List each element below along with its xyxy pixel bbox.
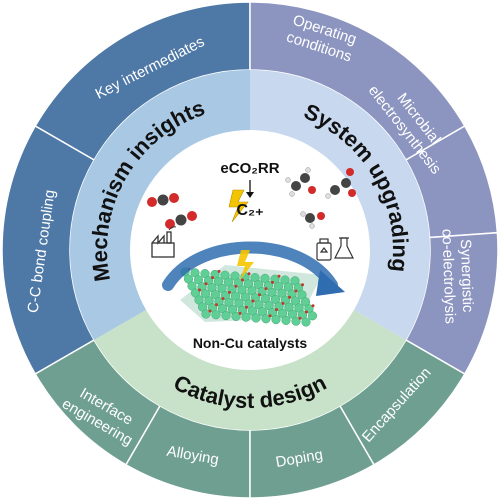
dopant-atom xyxy=(208,309,212,313)
ethanol-molecule-icon xyxy=(285,167,316,197)
factory-icon xyxy=(151,226,177,258)
center-caption: Non-Cu catalysts xyxy=(193,335,308,351)
dopant-atom xyxy=(271,280,274,284)
segment-catalyst-design xyxy=(94,310,406,430)
reaction-label: eCO₂RR xyxy=(220,160,279,177)
dopant-atom xyxy=(258,293,261,297)
arrow-head xyxy=(316,270,345,296)
middle-ring xyxy=(69,70,430,430)
dopant-atom xyxy=(298,316,302,320)
dopant-atom xyxy=(247,272,251,276)
catalyst-atom xyxy=(301,317,311,327)
catalyst-atom xyxy=(211,310,221,320)
synergistic-label-line2: co-electrolysis xyxy=(438,229,458,325)
dopant-atom xyxy=(234,284,238,288)
product-label: C₂₊ xyxy=(236,202,263,219)
dopant-atom xyxy=(268,314,272,318)
dopant-atom xyxy=(217,269,221,273)
co2-molecule-icon xyxy=(147,193,179,207)
dopant-atom xyxy=(264,287,268,291)
dopant-atom xyxy=(221,297,225,301)
synergistic-label-line1: Synergistic xyxy=(457,239,477,313)
segment-system-upgrading xyxy=(250,70,430,340)
dopant-atom xyxy=(241,278,244,282)
ethylene-molecule-icon xyxy=(300,211,325,229)
catalyst-atom xyxy=(291,316,301,326)
dopant-atom xyxy=(245,305,248,309)
dopant-atom xyxy=(215,303,218,307)
dopant-atom xyxy=(305,310,308,314)
catalyst-surface-illustration xyxy=(180,265,322,327)
conversion-arrow xyxy=(162,241,338,291)
synergistic-co-electrolysis-group: Synergistic co-electrolysis xyxy=(438,229,477,325)
dopant-atom xyxy=(275,308,278,312)
dopant-atom xyxy=(294,289,298,293)
electricity-icon xyxy=(237,250,254,280)
catalyst-atom xyxy=(231,311,241,321)
dopant-atom xyxy=(301,283,304,287)
dopant-atom xyxy=(211,276,214,280)
dopant-atom xyxy=(251,299,255,303)
catalyst-atom xyxy=(251,313,261,323)
catalyst-atom xyxy=(261,314,271,324)
segment-mechanism-insights xyxy=(69,70,250,340)
dopant-atom xyxy=(281,301,285,305)
lightning-icon xyxy=(228,189,249,223)
reaction-arrowhead xyxy=(246,192,254,198)
catalyst-atom xyxy=(201,309,211,319)
flask-icon xyxy=(334,237,354,259)
catalyst-atom xyxy=(307,311,318,321)
catalyst-atom xyxy=(241,312,251,322)
co2-molecule-icon xyxy=(165,211,197,229)
catalyst-atom xyxy=(221,311,231,321)
dopant-atom xyxy=(198,288,201,292)
dopant-atom xyxy=(238,311,242,315)
catalyst-atom xyxy=(281,315,291,325)
dopant-atom xyxy=(311,304,315,308)
dopant-atom xyxy=(288,295,291,299)
bottle-icon xyxy=(316,238,332,261)
dopant-atom xyxy=(228,290,231,294)
dopant-atom xyxy=(204,282,208,286)
catalyst-atom xyxy=(271,315,281,325)
dopant-atom xyxy=(277,274,281,278)
acetic-acid-molecule-icon xyxy=(325,168,356,199)
